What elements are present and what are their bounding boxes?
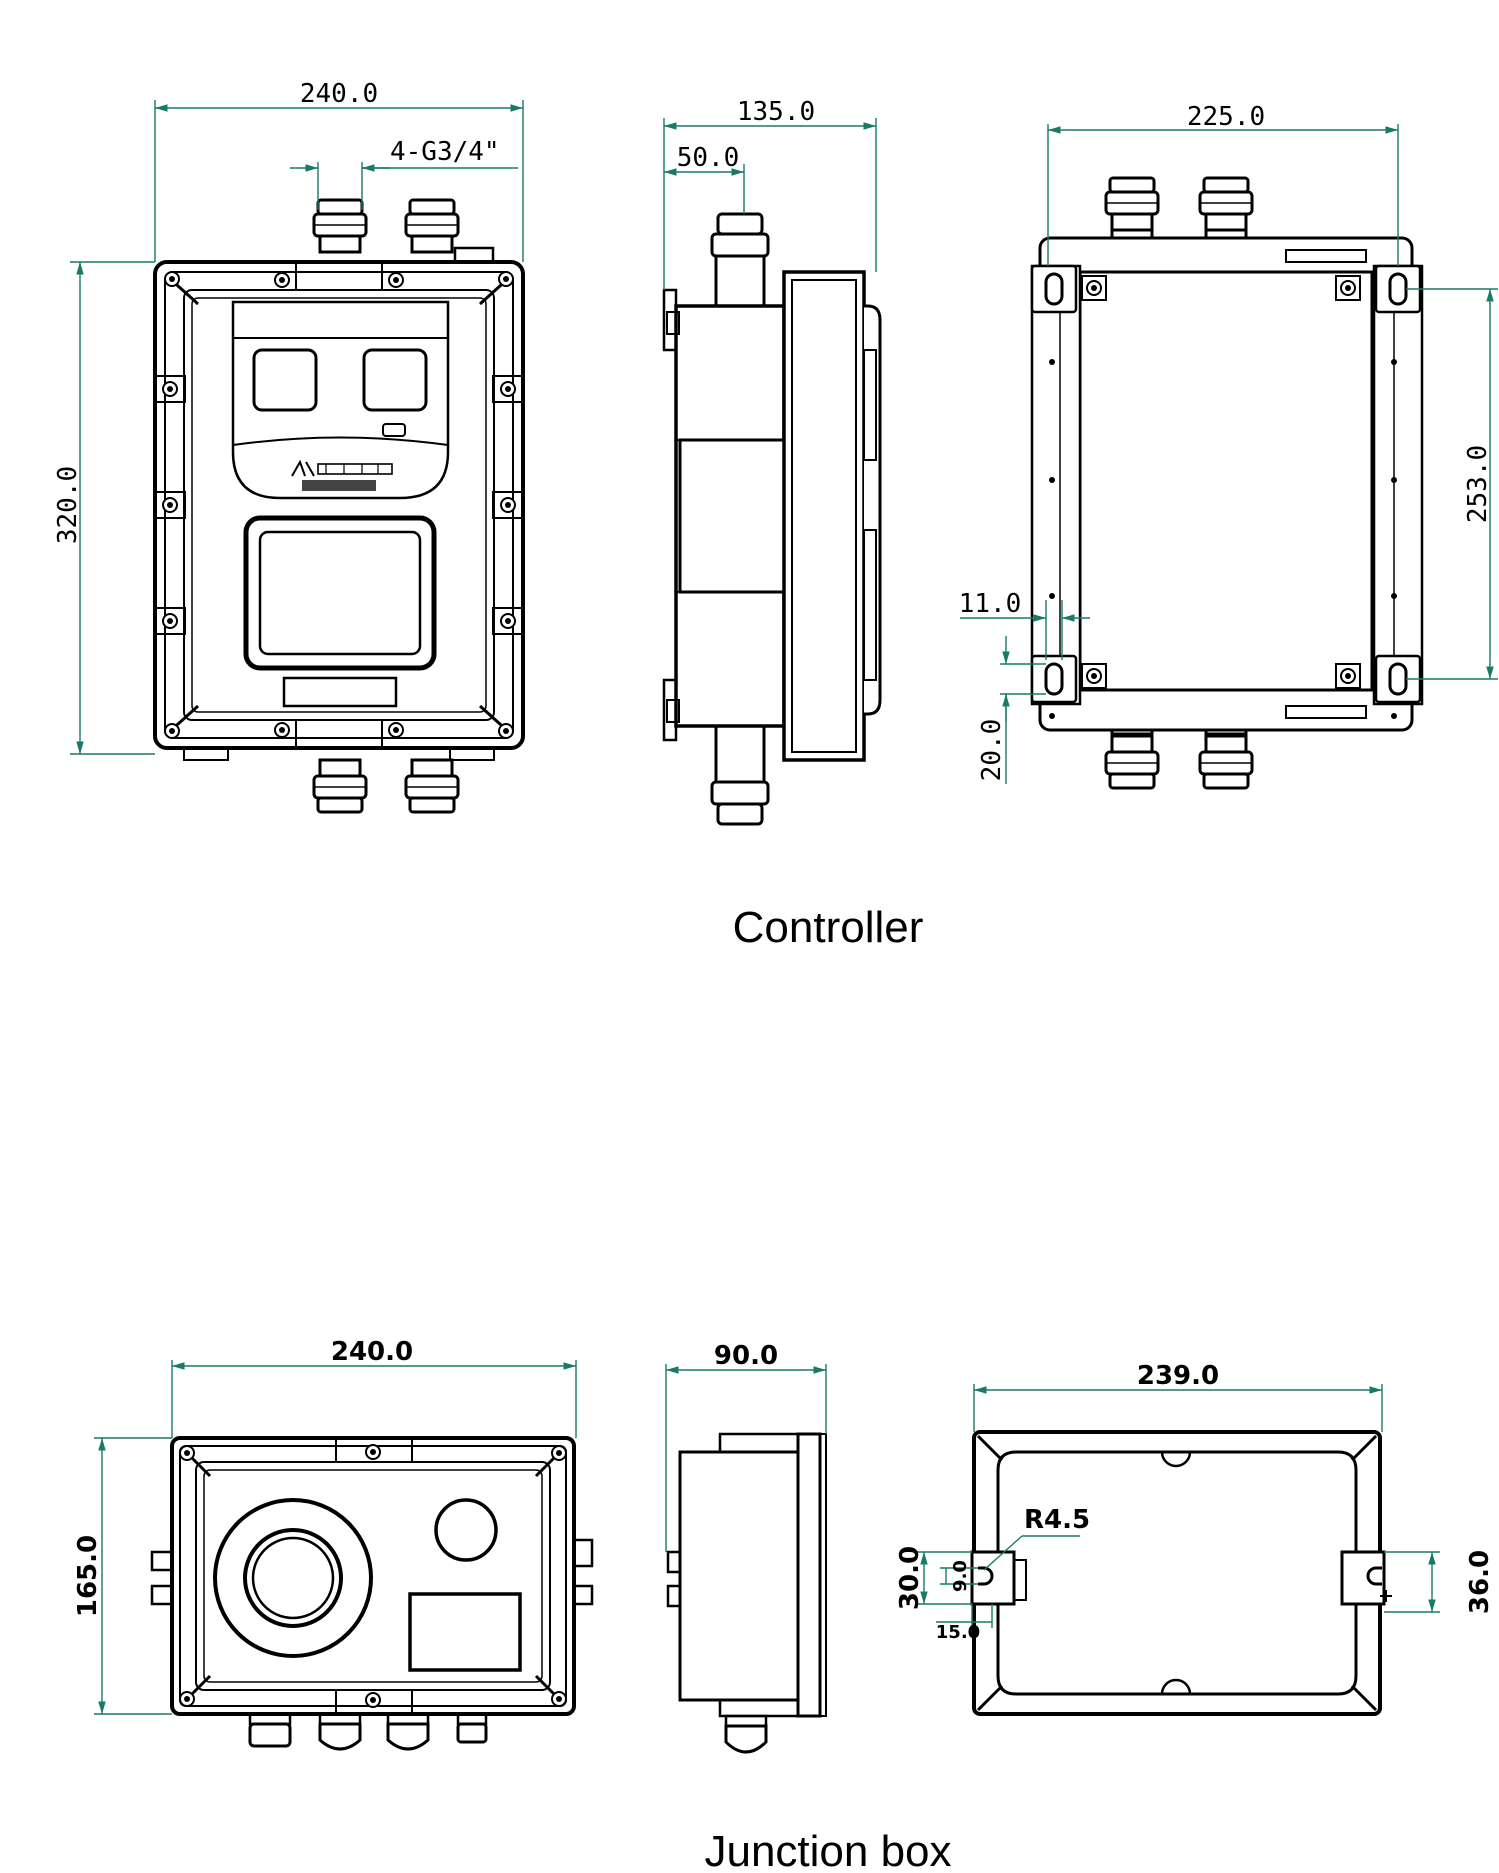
cable-gland: [404, 198, 460, 254]
junction-box-back-dimensions: 239.0 R4.5 30.0 9.0 15.0 36.0: [895, 1361, 1495, 1643]
controller-back-dimensions: 225.0 253.0 11.0 20.0: [959, 102, 1498, 784]
controller-side-view: [662, 212, 882, 826]
dim-offset: 50.0: [677, 143, 740, 173]
controller-side-dimensions: 135.0 50.0: [663, 97, 877, 290]
controller-front-view: [153, 198, 525, 814]
junction-box-caption: Junction box: [704, 1827, 951, 1873]
jb-dim-back-width: 239.0: [1137, 1361, 1219, 1391]
controller-caption: Controller: [733, 903, 924, 952]
jb-dim-slot-inner: 9.0: [950, 1560, 971, 1592]
dim-depth: 135.0: [737, 97, 815, 127]
jb-dim-depth: 90.0: [714, 1341, 778, 1371]
dim-mount-height: 253.0: [1463, 445, 1493, 523]
junction-box-front-view: [150, 1436, 594, 1751]
junction-box-front-dimensions: 240.0 165.0: [73, 1337, 577, 1715]
jb-dim-height: 165.0: [73, 1535, 103, 1617]
dim-thread: 4-G3/4": [390, 137, 500, 167]
junction-box-side-view: [666, 1432, 827, 1754]
jb-dim-slot-width: 15.0: [936, 1622, 980, 1643]
jb-dim-height: 36.0: [1465, 1550, 1495, 1614]
dim-slot-width: 11.0: [959, 589, 1022, 619]
jb-dim-radius: R4.5: [1024, 1505, 1090, 1535]
junction-box-back-view: [970, 1430, 1392, 1716]
controller-back-view: [1030, 176, 1424, 790]
jb-dim-width: 240.0: [331, 1337, 413, 1367]
jb-dim-slot-height: 30.0: [895, 1546, 925, 1610]
dim-height: 320.0: [53, 466, 83, 544]
dim-slot-height: 20.0: [977, 719, 1007, 782]
controller-front-dimensions: 240.0 4-G3/4" 320.0: [53, 79, 524, 755]
brand-logo: [291, 459, 393, 491]
junction-box-side-dimensions: 90.0: [665, 1341, 827, 1552]
cable-gland: [312, 198, 368, 254]
dim-mount-width: 225.0: [1187, 102, 1265, 132]
dim-width: 240.0: [300, 79, 378, 109]
